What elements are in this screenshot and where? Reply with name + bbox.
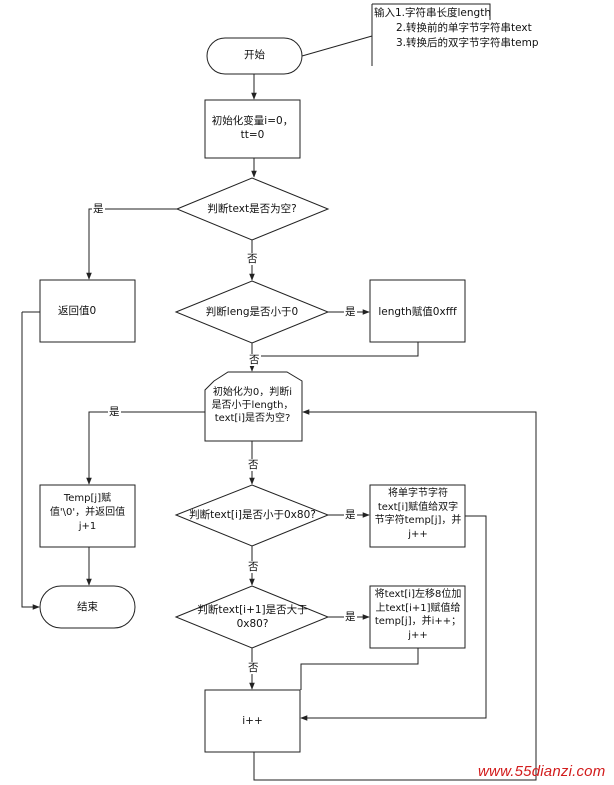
return-zero-label: 返回值0 xyxy=(58,305,97,317)
shift-combine-label: 将text[i]左移8位加 上text[i+1]赋值给 temp[j]，并i++… xyxy=(374,589,462,641)
i-increment-label: i++ xyxy=(242,715,263,727)
label-yes-empty: 是 xyxy=(92,203,105,215)
arrow-loop-yes xyxy=(86,411,205,485)
label-no-loop: 否 xyxy=(247,459,260,471)
label-no-empty: 否 xyxy=(246,253,259,265)
label-no-lt: 否 xyxy=(247,561,260,573)
note-connector xyxy=(301,35,373,57)
decision-text-empty-shape xyxy=(175,177,330,241)
arrow-empty-yes xyxy=(86,208,177,280)
init-vars-box xyxy=(204,99,301,159)
watermark: www.55dianzi.com xyxy=(478,763,606,780)
arrow-return-to-end xyxy=(21,312,40,610)
input-note-line2: 2.转换前的单字节字符串text xyxy=(396,22,532,34)
length-assign-box xyxy=(369,279,466,343)
end-label: 结束 xyxy=(77,601,98,613)
input-note-line1: 输入1.字符串长度length xyxy=(374,7,491,19)
arrow-length-merge xyxy=(254,342,419,357)
i-increment-box xyxy=(204,689,301,753)
start-label: 开始 xyxy=(244,49,265,61)
input-note-frame xyxy=(371,3,491,66)
return-zero-box xyxy=(39,279,136,343)
label-yes-loop: 是 xyxy=(108,406,121,418)
arrow-single-to-i xyxy=(300,515,487,721)
check-text-empty-label: 判断text是否为空? xyxy=(207,203,297,215)
check-lt-0x80-label: 判断text[i]是否小于0x80? xyxy=(189,509,316,521)
label-yes-leng: 是 xyxy=(344,306,357,318)
arrow-loop-back xyxy=(253,409,537,781)
input-note-line3: 3.转换后的双字节字符串temp xyxy=(396,37,539,49)
arrow-shift-to-i xyxy=(300,648,419,690)
init-vars-label: 初始化变量i=0， tt=0 xyxy=(211,115,294,141)
label-yes-gt: 是 xyxy=(344,611,357,623)
temp-assign-label: Temp[j]赋 值'\0'，并返回值 j+1 xyxy=(49,493,126,532)
label-no-gt: 否 xyxy=(247,662,260,674)
label-yes-lt: 是 xyxy=(344,509,357,521)
end-terminal-shape xyxy=(39,585,136,629)
loop-check-label: 初始化为0，判断i 是否小于length， text[i]是否为空? xyxy=(211,387,294,424)
label-no-leng: 否 xyxy=(248,354,261,366)
length-assign-label: length赋值0xfff xyxy=(378,306,457,318)
single-to-double-box xyxy=(369,484,466,548)
check-leng-label: 判断leng是否小于0 xyxy=(205,306,299,318)
temp-assign-box xyxy=(39,484,136,548)
loop-check-shape xyxy=(204,371,303,442)
single-to-double-label: 将单字节字符 text[i]赋值给双字 节字符temp[j]，并 j++ xyxy=(374,488,462,540)
check-gt-0x80-label: 判断text[i+1]是否大于 0x80? xyxy=(197,604,308,630)
